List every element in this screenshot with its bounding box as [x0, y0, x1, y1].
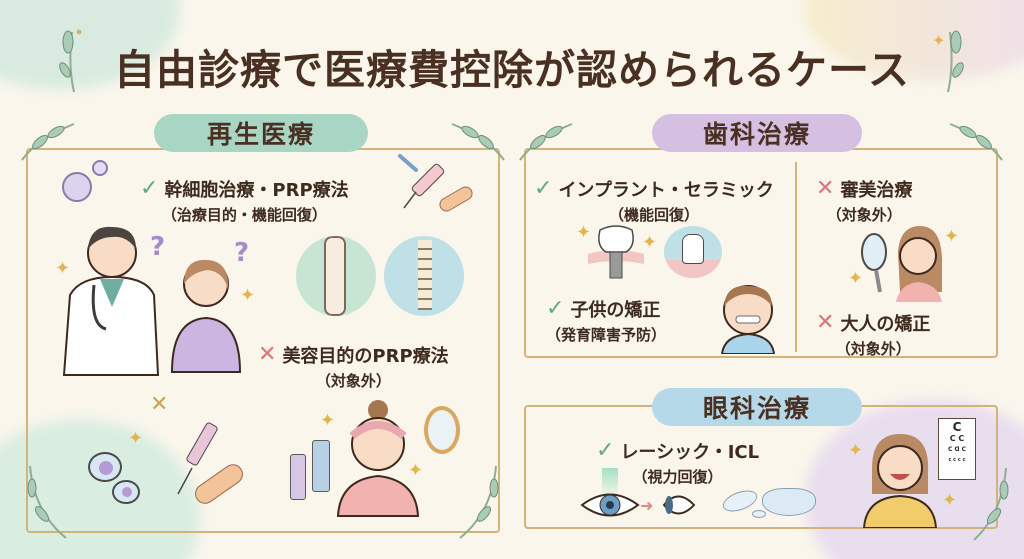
page-title: 自由診療で医療費控除が認められるケース	[114, 46, 910, 94]
sparkle-icon: ✦	[848, 440, 864, 461]
eye-chart-row: c c c c	[948, 457, 966, 463]
sparkle-icon: ✦	[408, 460, 424, 481]
cell-icon	[92, 160, 108, 176]
cross-icon: ✕	[258, 342, 277, 367]
eye-chart-row: C	[952, 420, 962, 434]
syringe-icon	[177, 422, 218, 495]
item-note: （治療目的・機能回復）	[161, 206, 327, 224]
eye-icon	[580, 493, 640, 517]
laurel-leaf-icon: ✦	[932, 30, 964, 93]
eye-side-icon	[662, 495, 696, 515]
item-label: 幹細胞治療・PRP療法	[164, 180, 349, 201]
knee-joint-icon	[296, 236, 376, 316]
section-heading-eye: 眼科治療	[652, 388, 862, 426]
item-label: 審美治療	[840, 180, 913, 201]
question-mark-icon: ?	[150, 232, 166, 262]
laser-beam-icon	[602, 468, 618, 498]
check-icon: ✓	[596, 438, 615, 463]
item-note: （対象外）	[315, 372, 391, 390]
arrow-right-icon: ➜	[640, 496, 654, 515]
patient-illustration	[170, 259, 242, 373]
laurel-branch-icon	[949, 123, 1003, 161]
sparkle-icon: ✦	[848, 268, 864, 289]
contact-lens-icon	[752, 510, 766, 518]
section-heading-dental: 歯科治療	[652, 114, 862, 152]
ceramic-tooth-icon	[664, 226, 722, 278]
eye-chart-row: C C	[949, 434, 965, 443]
check-icon: ✓	[546, 296, 565, 321]
laurel-branch-icon	[973, 467, 1009, 541]
question-mark-icon: ?	[234, 238, 250, 268]
item-label: 美容目的のPRP療法	[282, 346, 449, 367]
cell-icon	[62, 172, 92, 202]
spine-icon	[384, 236, 464, 316]
cross-icon: ✕	[816, 310, 835, 335]
doctor-illustration	[62, 226, 160, 376]
item-note: （発育障害予防）	[546, 326, 667, 344]
dental-implant-icon	[588, 225, 644, 279]
small-cross-icon: ✕	[150, 392, 169, 417]
sparkle-icon: ✦	[942, 490, 958, 511]
laurel-branch-icon	[519, 123, 573, 161]
list-item-eye-lasik-icl: ✓ レーシック・ICL （視力回復）	[596, 438, 759, 487]
list-item-dental-child-ortho: ✓ 子供の矯正 （発育障害予防）	[546, 296, 666, 345]
cell-icon	[88, 452, 122, 482]
section-heading-regen: 再生医療	[154, 114, 368, 152]
syringe-icon	[398, 154, 445, 209]
list-item-regen-stem-cell: ✓ 幹細胞治療・PRP療法 （治療目的・機能回復）	[140, 176, 349, 225]
cell-icon	[112, 480, 140, 504]
list-item-dental-cosmetic: ✕ 審美治療 （対象外）	[816, 176, 912, 225]
item-label: 子供の矯正	[570, 300, 661, 321]
item-note: （視力回復）	[632, 468, 723, 486]
woman-skincare-illustration	[336, 400, 420, 517]
item-note: （機能回復）	[608, 206, 699, 224]
list-item-dental-implant: ✓ インプラント・セラミック （機能回復）	[534, 176, 774, 225]
list-item-dental-adult-ortho: ✕ 大人の矯正 （対象外）	[816, 310, 930, 359]
sparkle-icon: ✦	[55, 258, 71, 279]
cosmetic-bottle-icon	[290, 454, 306, 500]
item-label: 大人の矯正	[840, 314, 931, 335]
svg-text:✦: ✦	[932, 31, 945, 50]
sparkle-icon: ✦	[128, 428, 144, 449]
sparkle-icon: ✦	[576, 222, 592, 243]
check-icon: ✓	[534, 176, 553, 201]
item-label: レーシック・ICL	[620, 442, 760, 463]
eye-chart: C C C C ᗡ C c c c c	[938, 418, 976, 480]
hand-mirror-icon	[424, 406, 460, 454]
sparkle-icon: ✦	[944, 226, 960, 247]
laurel-leaf-icon	[59, 29, 82, 93]
laurel-branch-icon	[27, 465, 67, 539]
sparkle-icon: ✦	[320, 410, 336, 431]
sparkle-icon: ✦	[642, 232, 658, 253]
cross-icon: ✕	[816, 176, 835, 201]
laurel-branch-icon	[21, 123, 75, 161]
check-icon: ✓	[140, 176, 159, 201]
happy-woman-illustration	[862, 434, 938, 528]
laurel-branch-icon	[459, 465, 499, 539]
item-note: （対象外）	[835, 340, 911, 358]
item-label: インプラント・セラミック	[558, 180, 774, 201]
item-note: （対象外）	[826, 206, 902, 224]
dental-divider	[795, 162, 797, 352]
eye-chart-row: C ᗡ C	[948, 446, 966, 453]
sparkle-icon: ✦	[240, 285, 256, 306]
list-item-regen-cosmetic-prp: ✕ 美容目的のPRP療法 （対象外）	[258, 342, 449, 391]
cosmetic-tube-icon	[312, 440, 330, 492]
woman-mirror-illustration	[861, 226, 942, 302]
laurel-branch-icon	[451, 123, 505, 161]
child-braces-illustration	[720, 285, 776, 354]
icl-lens-icon	[762, 488, 816, 516]
